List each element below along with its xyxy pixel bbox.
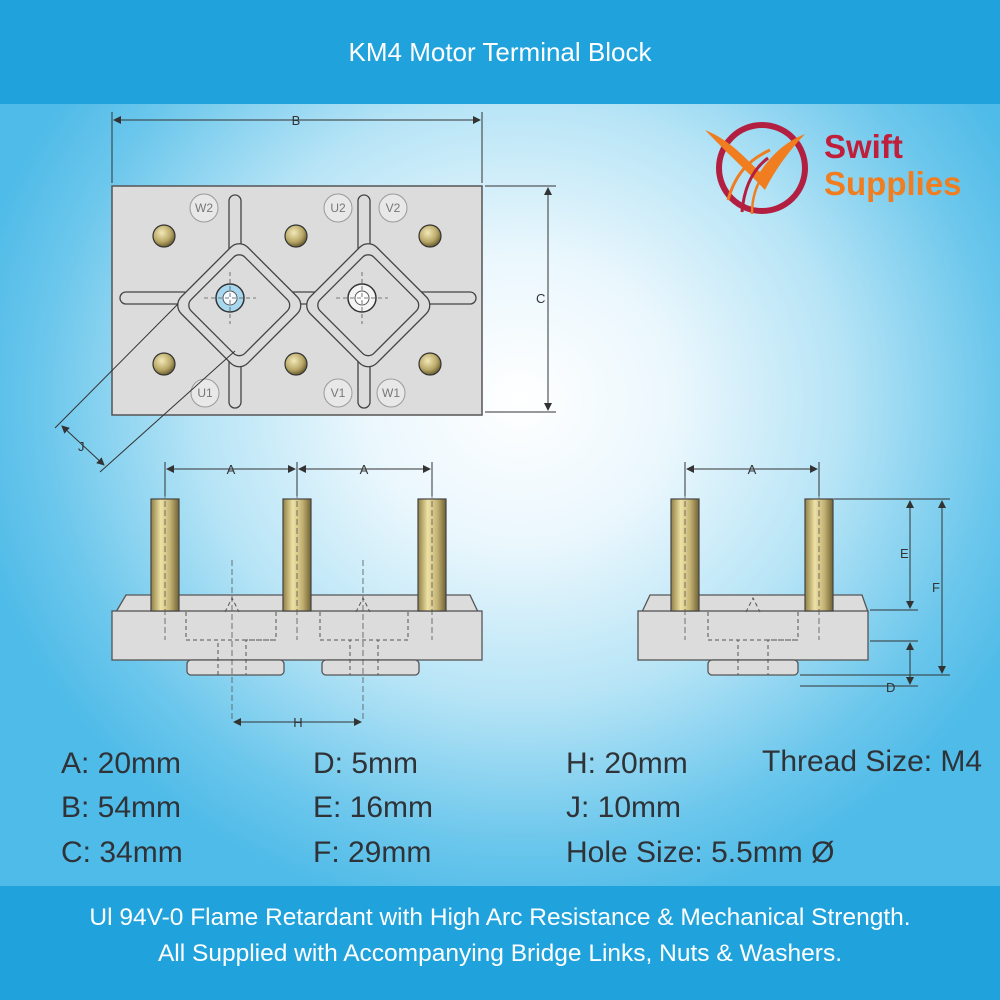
spec-c: C: 34mm (61, 836, 183, 869)
side-dimension-a (684, 462, 820, 496)
spec-d: D: 5mm (313, 747, 418, 780)
dimension-j-label: J (78, 439, 85, 454)
spec-thread-size: Thread Size: M4 (762, 745, 983, 778)
stud-bottom-2 (284, 352, 308, 376)
spec-f: F: 29mm (313, 836, 432, 869)
terminal-label-u2: U2 (330, 201, 346, 215)
spec-b: B: 54mm (61, 791, 182, 824)
front-dimension-a (164, 462, 433, 496)
spec-e: E: 16mm (313, 791, 434, 824)
brand-logo: Swift Supplies (824, 128, 962, 202)
footer-line-1: Ul 94V-0 Flame Retardant with High Arc R… (89, 904, 911, 931)
spec-j: J: 10mm (566, 791, 682, 824)
dimension-c-label: C (536, 291, 545, 306)
dimension-j (54, 303, 236, 473)
dimension-d-label: D (886, 680, 895, 695)
stud-bottom-1 (152, 352, 176, 376)
center-hole-1 (204, 272, 256, 324)
dimension-c (485, 185, 556, 413)
dimension-f-label: F (932, 580, 940, 595)
terminal-label-w1: W1 (382, 386, 400, 400)
spec-hole-size: Hole Size: 5.5mm Ø (566, 836, 835, 869)
stud-top-3 (418, 224, 442, 248)
footer-line-2: All Supplied with Accompanying Bridge Li… (157, 940, 843, 967)
stud-bottom-3 (418, 352, 442, 376)
brand-word-supplies: Supplies (824, 165, 962, 202)
dimension-b-label: B (292, 113, 301, 128)
stud-top-2 (284, 224, 308, 248)
spec-a: A: 20mm (61, 747, 182, 780)
dimension-e-label: E (900, 546, 909, 561)
side-view: A E F D (637, 462, 950, 695)
header-bar: KM4 Motor Terminal Block (0, 0, 1000, 104)
block-side (637, 610, 869, 661)
front-dimension-a-label-2: A (360, 462, 369, 477)
dimension-b (111, 112, 483, 183)
brand-word-swift: Swift (824, 128, 903, 165)
center-hole-2 (336, 272, 388, 324)
swift-bird-icon (705, 122, 808, 215)
front-dimension-a-label-1: A (227, 462, 236, 477)
stud-top-1 (152, 224, 176, 248)
dimension-h-label: H (293, 715, 302, 730)
terminal-label-u1: U1 (197, 386, 213, 400)
terminal-label-w2: W2 (195, 201, 213, 215)
terminal-label-v2: V2 (386, 201, 401, 215)
spec-h: H: 20mm (566, 747, 688, 780)
side-dimension-a-label: A (748, 462, 757, 477)
top-view: W2 U2 V2 U1 V1 W1 B C J (54, 112, 556, 473)
front-view: A A H (111, 462, 483, 730)
footer-bar: Ul 94V-0 Flame Retardant with High Arc R… (0, 886, 1000, 1000)
page-title: KM4 Motor Terminal Block (348, 36, 652, 67)
terminal-label-v1: V1 (331, 386, 346, 400)
